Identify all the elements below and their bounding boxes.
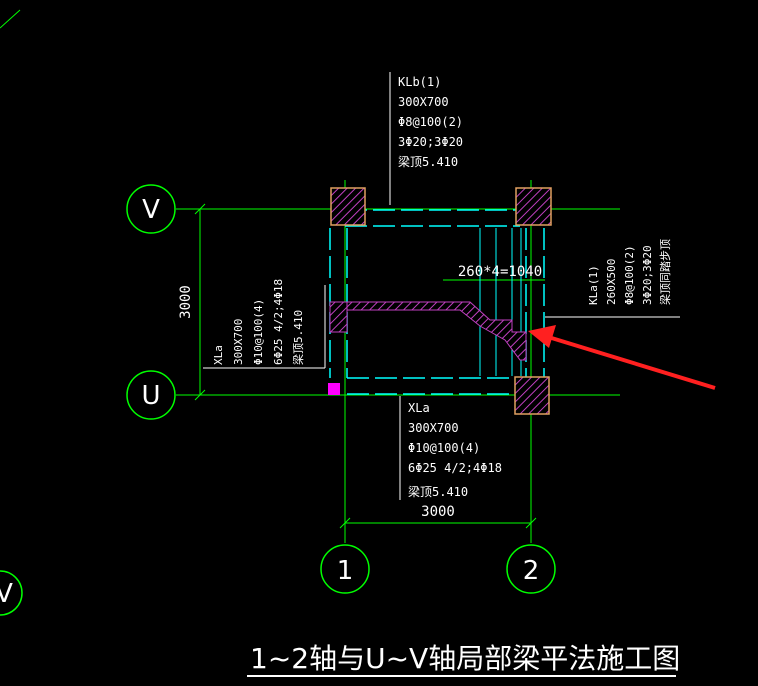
- axis-label-1: 1: [337, 556, 354, 586]
- axis-label-u: U: [141, 381, 160, 411]
- stair-steps: [479, 228, 522, 376]
- vertical-dim-tick-bottom: [194, 389, 206, 401]
- kla-stirrup: Φ8@100(2): [623, 245, 636, 305]
- axis-bubble-1: [320, 544, 370, 594]
- annotation-kla: KLa(1) 260X500 Φ8@100(2) 3Φ20;3Φ20 梁顶同踏步…: [587, 239, 672, 305]
- axis-label-edge: V: [0, 579, 13, 609]
- xla-bottom-top: 梁顶5.410: [408, 484, 468, 499]
- column-2v: [515, 187, 552, 226]
- red-arrow: [528, 325, 716, 390]
- horizontal-dim-tick-right: [525, 517, 537, 529]
- arrow-head: [528, 325, 556, 348]
- drawing-title: 1~2轴与U~V轴局部梁平法施工图: [250, 642, 680, 675]
- dimension-horizontal: 3000: [421, 504, 455, 520]
- column-1v: [330, 187, 366, 226]
- axis-bubble-edge: [0, 570, 23, 616]
- leader-lines: [203, 72, 680, 500]
- vertical-dim-tick-top: [194, 203, 206, 215]
- dimension-stair: 260*4=1040: [458, 264, 542, 280]
- klb-name: KLb(1): [398, 75, 441, 89]
- xla-bottom-name: XLa: [408, 401, 430, 415]
- dimensions: [194, 203, 545, 529]
- klb-rebar: 3Φ20;3Φ20: [398, 135, 463, 149]
- annotation-xla-bottom: XLa 300X700 Φ10@100(4) 6Φ25 4/2;4Φ18 梁顶5…: [408, 401, 502, 499]
- klb-stirrup: Φ8@100(2): [398, 115, 463, 129]
- xla-left-rebar: 6Φ25 4/2;4Φ18: [272, 279, 285, 365]
- kla-size: 260X500: [605, 259, 618, 305]
- selection-marker[interactable]: [328, 383, 340, 395]
- kla-rebar: 3Φ20;3Φ20: [641, 245, 654, 305]
- columns: [330, 187, 552, 415]
- axis-bubble-2: [506, 544, 556, 594]
- kla-name: KLa(1): [587, 265, 600, 305]
- klb-size: 300X700: [398, 95, 449, 109]
- kla-top: 梁顶同踏步顶: [658, 239, 672, 305]
- xla-left-name: XLa: [212, 345, 225, 365]
- column-2u: [514, 376, 550, 415]
- axis-bubble-u: [126, 370, 176, 420]
- annotation-klb: KLb(1) 300X700 Φ8@100(2) 3Φ20;3Φ20 梁顶5.4…: [398, 75, 463, 169]
- partial-axis-top-left: [0, 9, 21, 29]
- hatched-beam-section: [346, 301, 527, 361]
- xla-bottom-rebar: 6Φ25 4/2;4Φ18: [408, 461, 502, 475]
- dimension-vertical: 3000: [178, 285, 194, 319]
- axis-label-v: V: [142, 195, 160, 225]
- xla-left-stirrup: Φ10@100(4): [252, 299, 265, 365]
- hatched-beam-left-stub: [329, 301, 348, 333]
- klb-top: 梁顶5.410: [398, 154, 458, 169]
- xla-bottom-size: 300X700: [408, 421, 459, 435]
- axis-bubble-v: [126, 184, 176, 234]
- xla-left-top: 梁顶5.410: [291, 310, 305, 365]
- horizontal-dim-tick-left: [339, 517, 351, 529]
- annotation-xla-left: XLa 300X700 Φ10@100(4) 6Φ25 4/2;4Φ18 梁顶5…: [212, 279, 305, 365]
- xla-left-size: 300X700: [232, 319, 245, 365]
- arrow-shaft: [544, 334, 716, 390]
- axis-bubbles: [0, 184, 556, 616]
- xla-bottom-stirrup: Φ10@100(4): [408, 441, 480, 455]
- axis-label-2: 2: [523, 556, 540, 586]
